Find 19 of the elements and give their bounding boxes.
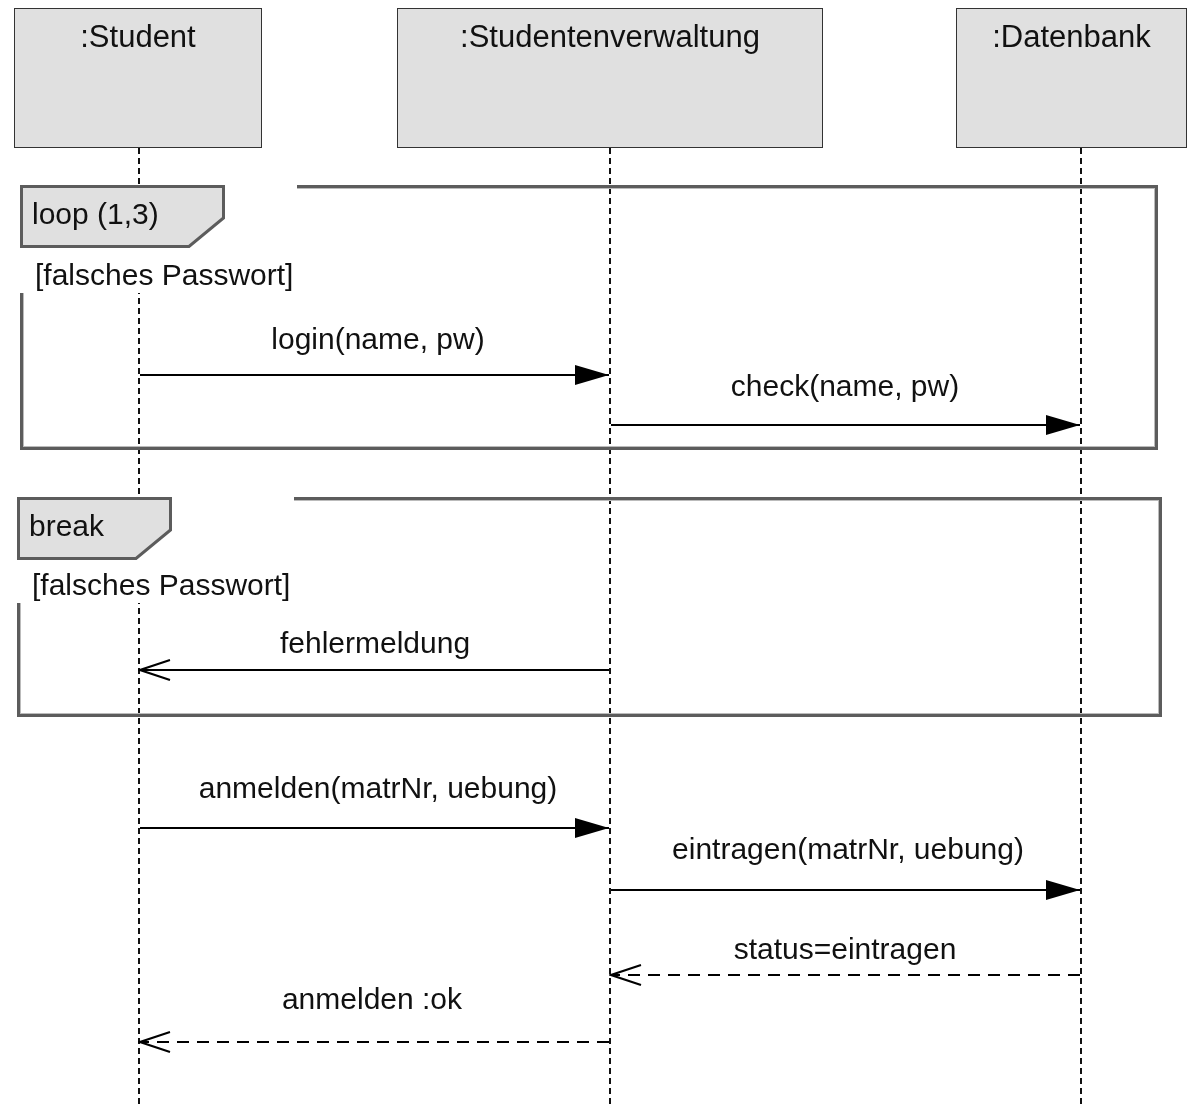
lifeline [609, 148, 611, 1104]
message-arrow [139, 365, 610, 385]
message-arrow [139, 818, 610, 838]
fragment-operator: break [29, 510, 105, 541]
fragment-operator: loop (1,3) [32, 198, 159, 229]
message-arrow [610, 880, 1081, 900]
lifeline-head [956, 8, 1187, 148]
guard-condition: [falsches Passwort] [32, 570, 292, 600]
object-name: :Datenbank [992, 19, 1151, 55]
guard-condition: [falsches Passwort] [35, 260, 295, 290]
message-arrow [139, 1031, 610, 1053]
lifeline [1080, 148, 1082, 1104]
message-arrow [610, 415, 1081, 435]
message-arrow [610, 964, 1081, 986]
message-arrow [139, 659, 610, 681]
lifeline-head [397, 8, 823, 148]
object-name: :Studentenverwaltung [460, 19, 760, 55]
lifeline-head [14, 8, 262, 148]
object-name: :Student [80, 19, 196, 55]
